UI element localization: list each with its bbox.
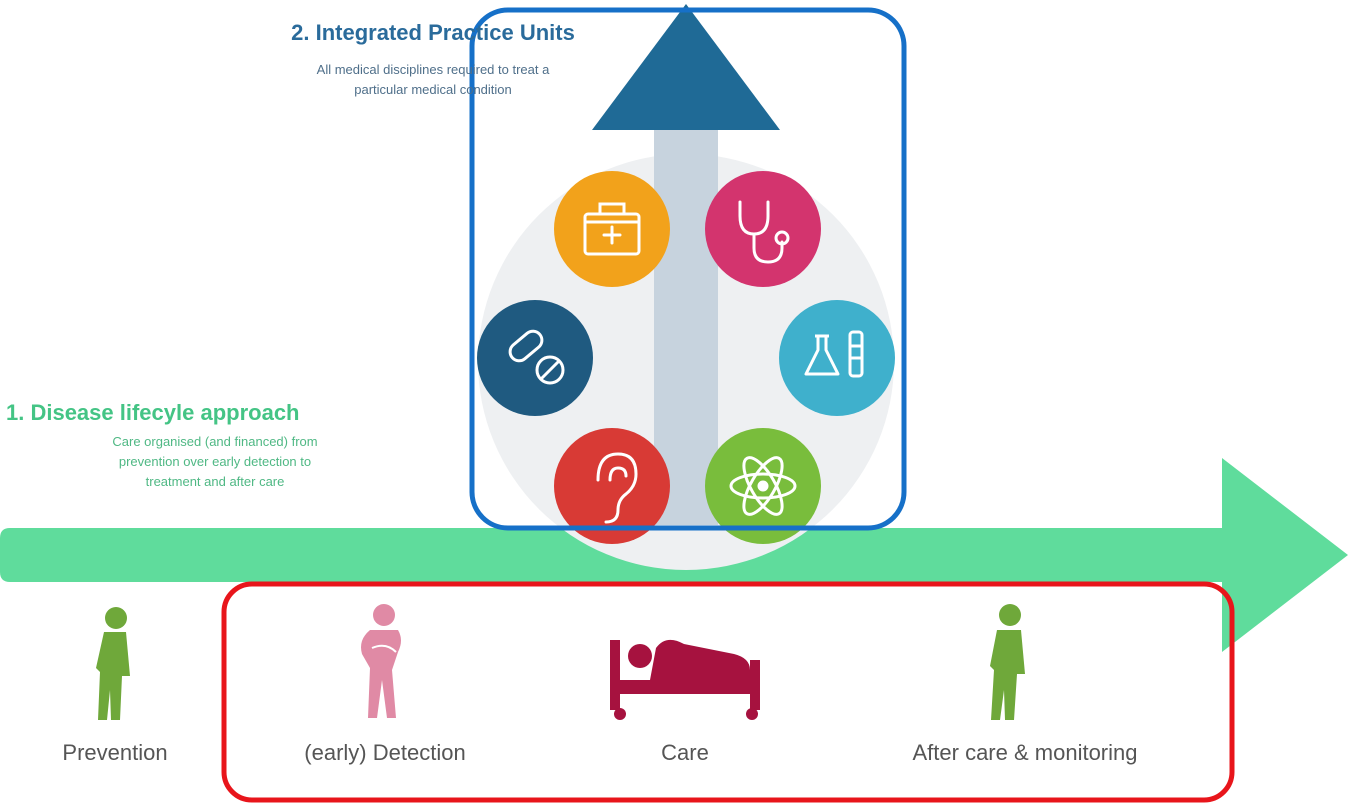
stage-label-prevention: Prevention [62,740,168,765]
lab-flask-icon [804,330,864,378]
discipline-stethoscope [705,171,821,287]
stage-label-care: Care [661,740,709,765]
stethoscope-icon [738,200,790,264]
discipline-atom [705,428,821,544]
integrated-practice-subtitle: All medical disciplines required to trea… [238,60,628,100]
first-aid-kit-icon [583,202,641,256]
disease-lifecycle-subtitle-line: treatment and after care [145,474,285,489]
disease-lifecycle-subtitle-line: Care organised (and financed) from [112,434,318,449]
integrated-practice-title: 2. Integrated Practice Units [291,20,575,45]
integrated-practice-subtitle-line: particular medical condition [354,82,512,97]
discipline-pills [477,300,593,416]
pills-icon [508,329,565,385]
vertical-arrow-head [592,4,780,130]
highlight-integrated-practice-box [469,7,907,531]
standing-person-icon [96,607,130,720]
hospital-bed-icon [610,639,760,720]
disease-lifecycle-subtitle: Care organised (and financed) from preve… [20,432,410,492]
stage-label-detection: (early) Detection [304,740,466,765]
discipline-laboratory [779,300,895,416]
walking-person-icon [990,604,1025,720]
integrated-practice-subtitle-line: All medical disciplines required to trea… [316,62,550,77]
discipline-first-aid [554,171,670,287]
stage-label-after-care: After care & monitoring [912,740,1138,765]
discipline-ear [554,428,670,544]
disease-lifecycle-subtitle-line: prevention over early detection to [118,454,312,469]
sick-person-icon [361,604,401,718]
highlight-care-stages-box [221,581,1235,803]
vertical-arrow-shaft [654,130,718,525]
ear-icon [596,452,638,524]
disease-lifecycle-title: 1. Disease lifecyle approach [6,400,300,425]
atom-icon [729,456,797,516]
